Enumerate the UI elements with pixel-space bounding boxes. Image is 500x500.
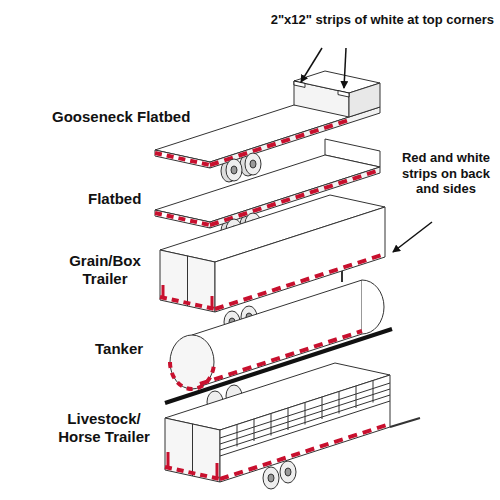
livestock-trailer: [165, 363, 420, 489]
leader-arrow: [393, 222, 432, 252]
callout-text: 2"x12" strips of white at top corners: [228, 12, 494, 28]
trailer-label: Tanker: [95, 340, 161, 358]
leader-arrow: [301, 48, 322, 82]
leader-arrow: [344, 48, 346, 88]
trailer-label: Flatbed: [88, 190, 158, 208]
trailer-label: Livestock/ Horse Trailer: [46, 410, 162, 446]
trailer-label: Gooseneck Flatbed: [52, 108, 212, 126]
trailer-label: Grain/Box Trailer: [56, 252, 154, 288]
callout-text: Red and white strips on back and sides: [398, 150, 494, 197]
